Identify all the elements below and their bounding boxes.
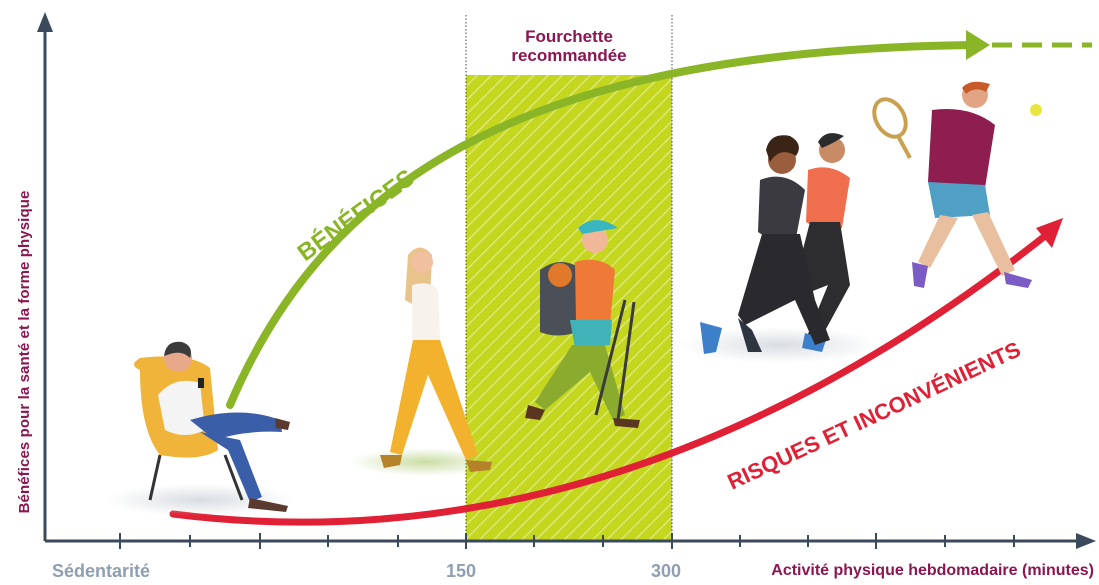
hiker-with-poles-illustration — [525, 220, 640, 428]
y-axis-label: Bénéfices pour la santé et la forme phys… — [16, 190, 33, 514]
zone-title-line1: Fourchette — [525, 27, 613, 46]
x-axis-label: Activité physique hebdomadaire (minutes) — [771, 562, 1094, 579]
zone-title-line2: recommandée — [511, 46, 627, 65]
walking-woman-illustration — [350, 247, 500, 476]
axes — [37, 12, 1096, 549]
two-runners-illustration — [680, 133, 880, 363]
recommended-zone-title: Fourchette recommandée — [468, 27, 670, 65]
tick-label-300: 300 — [651, 561, 682, 581]
benefits-label: BÉNÉFICES — [292, 163, 420, 266]
tick-label-sedentarite: Sédentarité — [52, 561, 151, 581]
tick-label-150: 150 — [446, 561, 477, 581]
seated-person-with-phone-illustration — [105, 341, 295, 516]
benefits-curve — [226, 30, 1092, 409]
tennis-player-illustration — [872, 81, 1042, 288]
risks-curve — [169, 218, 1063, 526]
